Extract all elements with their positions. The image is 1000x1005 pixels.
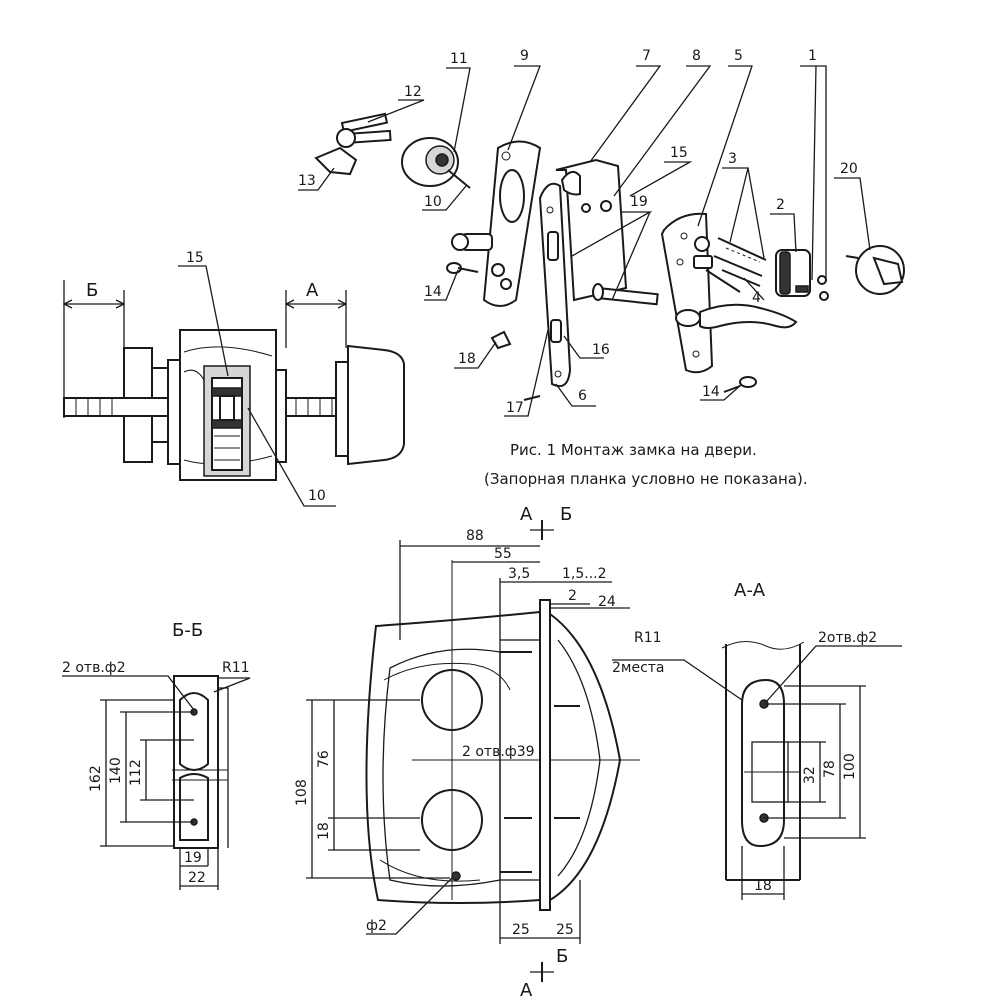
part-14b-screw: [723, 376, 757, 393]
dim-108: 108: [294, 779, 310, 806]
dim-78: 78: [822, 760, 838, 778]
exploded-view: 11 12 13 10 9 7 8 5 1 15 19 3: [298, 48, 905, 417]
dim-100: 100: [842, 753, 858, 780]
section-bb-title: Б-Б: [172, 620, 203, 641]
callout-15: 15: [186, 250, 204, 266]
front-view: А Б А Б 88 55 3,5 1,5...2 2 24 R11 2мест…: [294, 504, 743, 1001]
dim-22: 22: [188, 870, 206, 886]
part-2-knob: [775, 249, 811, 297]
callout-17: 17: [506, 400, 524, 416]
callout-20: 20: [840, 161, 858, 177]
dim-25-right: 25: [556, 922, 574, 938]
callout-10: 10: [424, 194, 442, 210]
callout-12: 12: [404, 84, 422, 100]
figure-caption: Рис. 1 Монтаж замка на двери. (Запорная …: [484, 441, 808, 488]
dim-2: 2: [568, 588, 577, 604]
section-bb: Б-Б 162 140 112 19 22 2 отв.ф2 R11: [62, 620, 251, 890]
dim-24: 24: [598, 594, 616, 610]
phi2-label: ф2: [366, 918, 387, 934]
part-4-pin: [705, 269, 741, 293]
cut-top-b: Б: [560, 504, 572, 525]
callout-14a: 14: [424, 284, 442, 300]
assembly-section: Б А: [62, 250, 405, 507]
callout-10: 10: [308, 488, 326, 504]
dim-1-5-2: 1,5...2: [562, 566, 607, 582]
callout-4: 4: [752, 290, 761, 306]
hole-phi2: [451, 871, 461, 881]
door-contour: [365, 610, 541, 904]
callout-2: 2: [776, 197, 785, 213]
cut-bot-b: Б: [556, 946, 568, 967]
callout-15: 15: [670, 145, 688, 161]
callout-14b: 14: [702, 384, 720, 400]
bb-holes: 2 отв.ф2: [62, 660, 126, 676]
callout-19: 19: [630, 194, 648, 210]
part-6-faceplate: [538, 182, 572, 388]
aa-faceplate: [741, 678, 785, 848]
callout-11: 11: [450, 51, 468, 67]
dim-label-b: Б: [86, 280, 98, 301]
dim-55: 55: [494, 546, 512, 562]
part-7-8-lock-body: [555, 158, 628, 302]
callout-7: 7: [642, 48, 651, 64]
callout-3: 3: [728, 151, 737, 167]
holes-39-label: 2 отв.ф39: [462, 744, 535, 760]
part-5-plate: [660, 212, 714, 374]
caption-line-2: (Запорная планка условно не показана).: [484, 470, 808, 488]
dim-19: 19: [184, 850, 202, 866]
callout-16: 16: [592, 342, 610, 358]
cut-bot-a: А: [520, 980, 533, 1000]
cut-top-a: А: [520, 504, 533, 525]
dim-162: 162: [88, 765, 104, 792]
callout-5: 5: [734, 48, 743, 64]
dim-3-5: 3,5: [508, 566, 530, 582]
dim-aa-18: 18: [754, 878, 772, 894]
dim-140: 140: [108, 757, 124, 784]
part-9-plate: [482, 140, 542, 307]
part-15-spindle: [592, 283, 659, 306]
part-20-rosette: [845, 245, 905, 295]
part-18-shape: [490, 330, 512, 350]
fv-radius: R11: [634, 630, 662, 646]
fv-places: 2места: [612, 660, 665, 676]
faceplate: [539, 599, 551, 911]
bb-radius: R11: [222, 660, 250, 676]
callout-13: 13: [298, 173, 316, 189]
dim-label-a: А: [306, 280, 319, 301]
dim-112: 112: [128, 759, 144, 786]
callout-9: 9: [520, 48, 529, 64]
callout-18: 18: [458, 351, 476, 367]
exploded-callouts: 11 12 13 10 9 7 8 5 1 15 19 3: [298, 48, 871, 417]
caption-line-1: Рис. 1 Монтаж замка на двери.: [510, 441, 757, 459]
part-knob-small: [451, 233, 493, 251]
callout-6: 6: [578, 388, 587, 404]
dim-76: 76: [316, 750, 332, 768]
dim-88: 88: [466, 528, 484, 544]
part-11-cylinder: [401, 137, 471, 189]
callout-8: 8: [692, 48, 701, 64]
dim-25-left: 25: [512, 922, 530, 938]
part-13-shape: [314, 146, 358, 176]
dim-18: 18: [316, 822, 332, 840]
callout-1: 1: [808, 48, 817, 64]
part-12-keys: [336, 112, 392, 148]
part-handle: [675, 303, 798, 329]
aa-holes: 2отв.ф2: [818, 630, 877, 646]
part-14-screw: [446, 262, 479, 274]
right-knob: [347, 344, 405, 466]
section-aa: А-А 32 78 100 18 2отв.ф2: [721, 580, 902, 900]
dim-32: 32: [802, 766, 818, 784]
section-aa-title: А-А: [734, 580, 766, 601]
part-3-screws: [713, 237, 767, 287]
